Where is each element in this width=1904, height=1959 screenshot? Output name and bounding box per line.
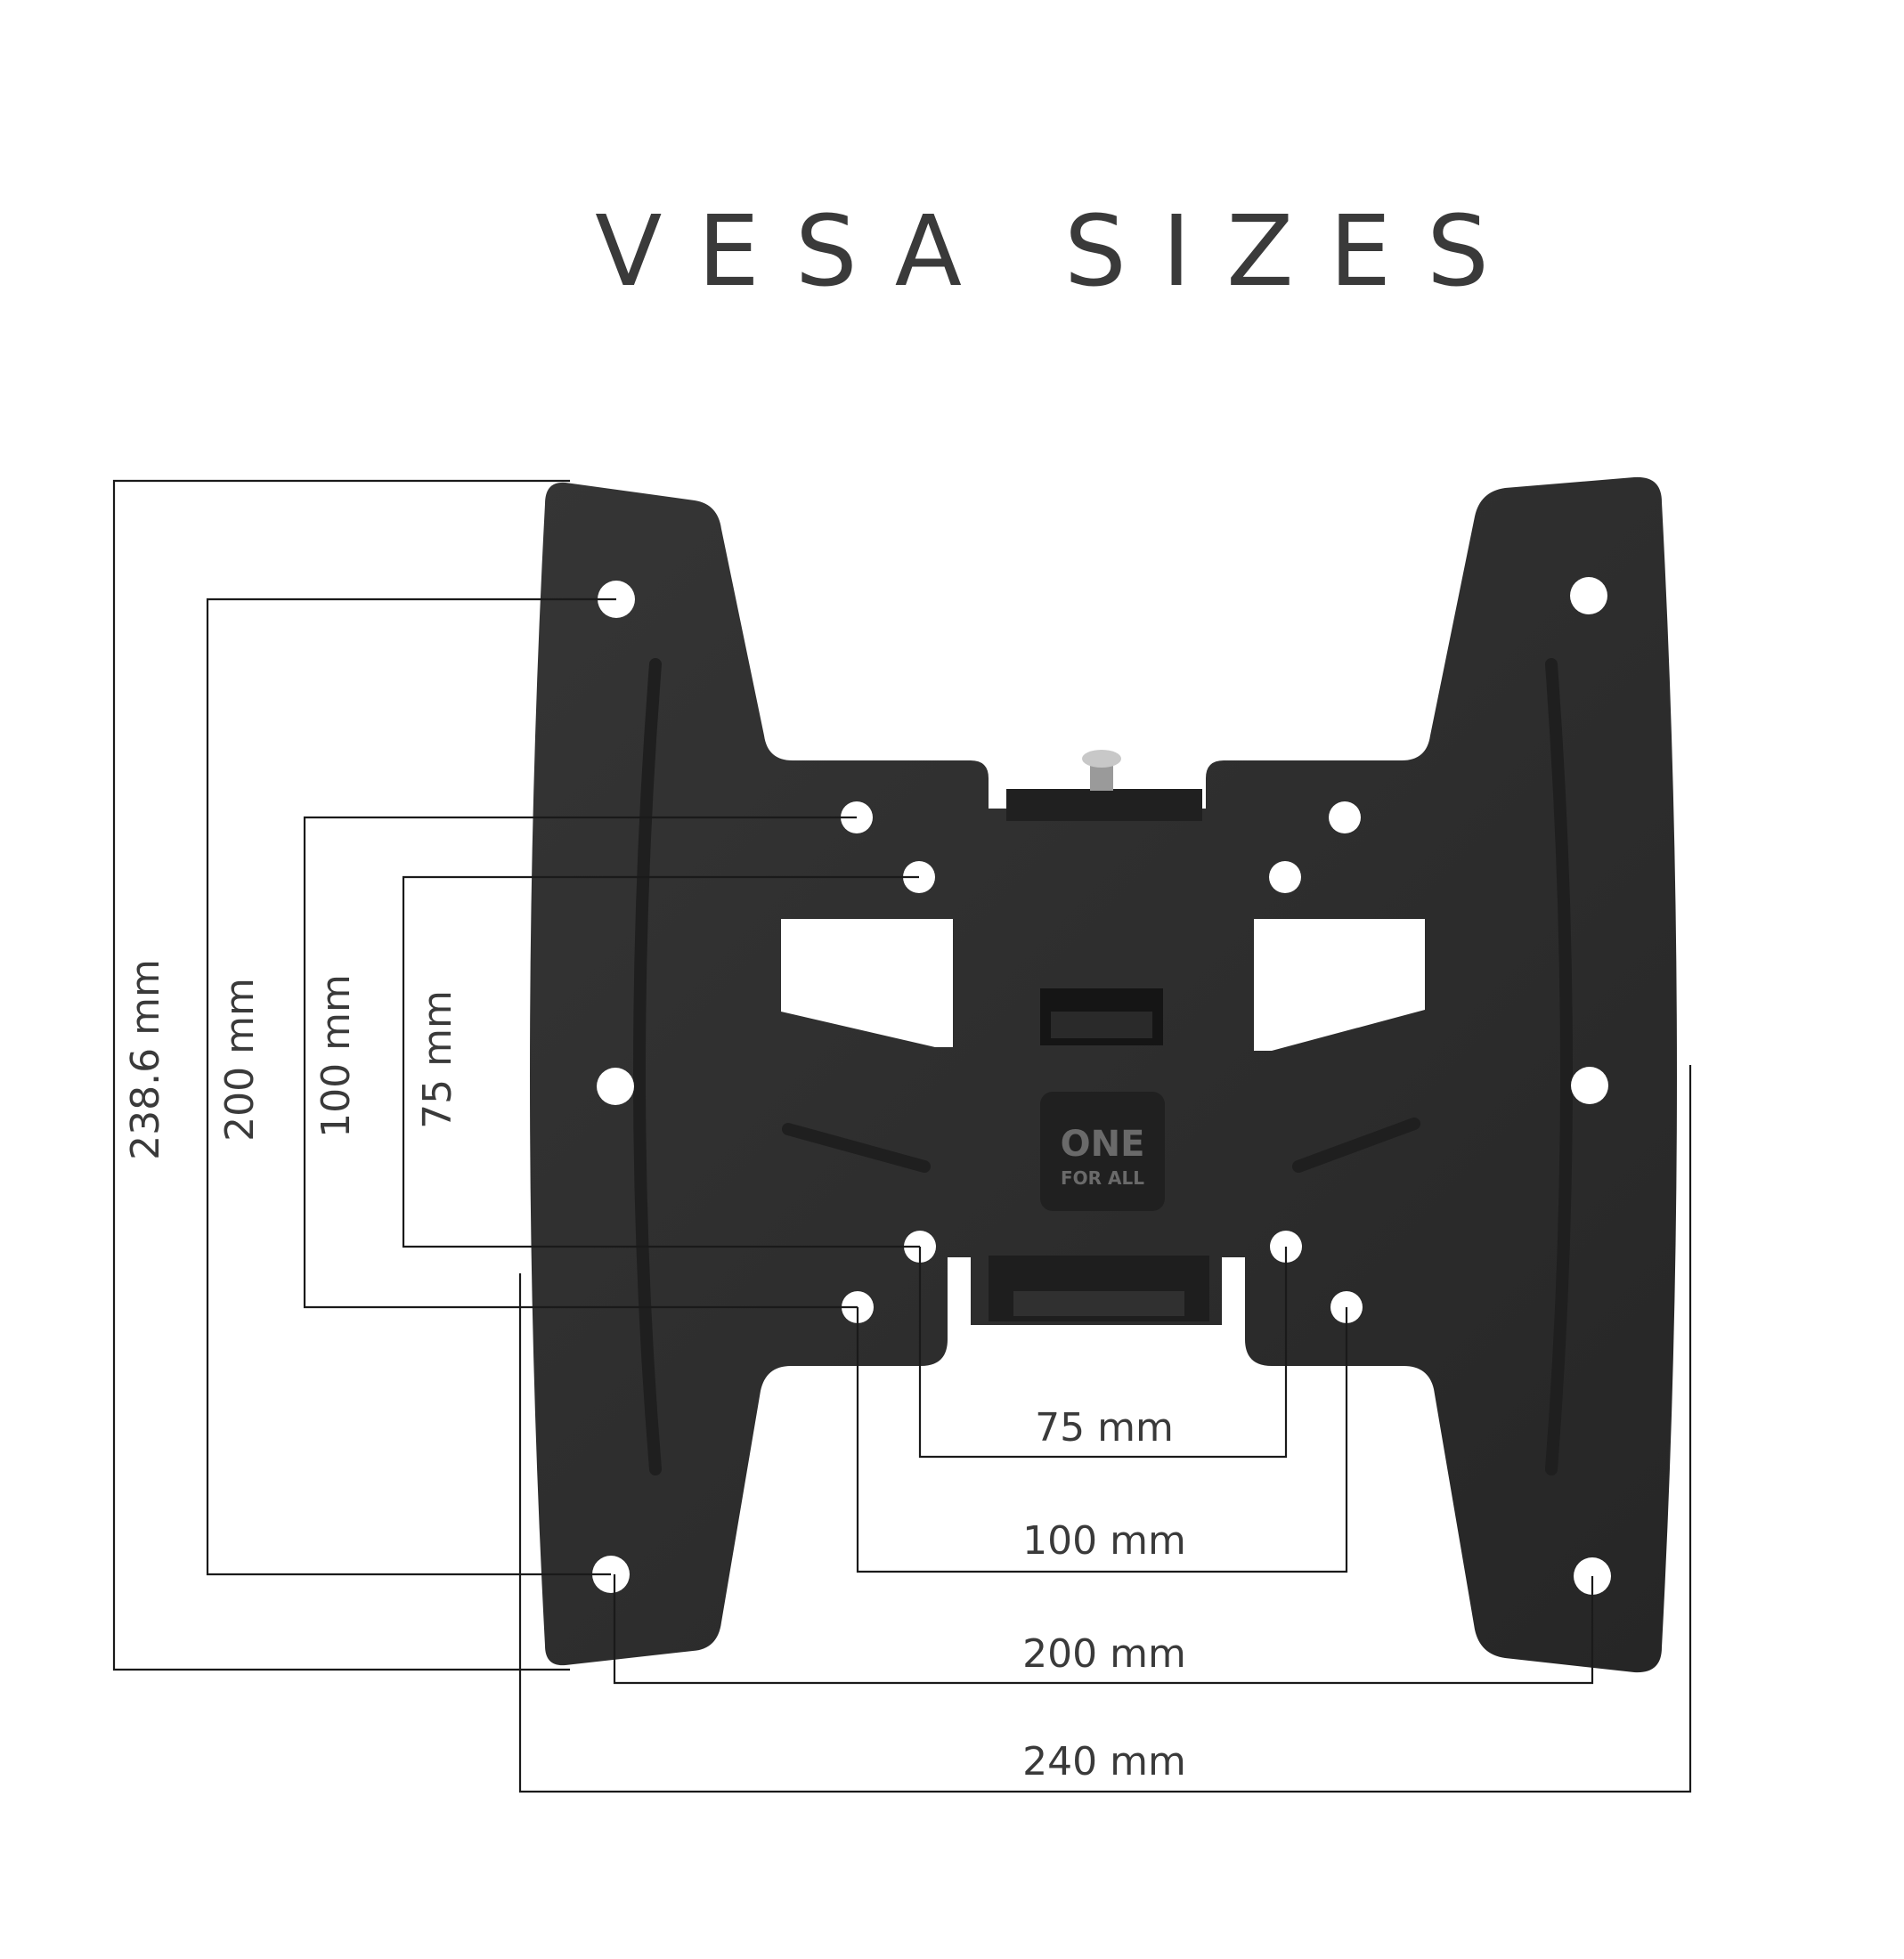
left-rib xyxy=(633,658,662,1475)
hole-200-top-right xyxy=(1570,577,1607,614)
dim-label-horizontal-100: 100 mm xyxy=(1022,1518,1186,1564)
dim-label-vertical-238: 238.6 mm xyxy=(123,959,168,1160)
dim-line-horizontal-240 xyxy=(518,1065,1692,1793)
dim-line-vertical-200 xyxy=(206,597,616,1576)
dim-line-horizontal-100 xyxy=(856,1307,1348,1573)
plate-body xyxy=(530,476,1677,1673)
dim-label-horizontal-240: 240 mm xyxy=(1022,1739,1186,1784)
brand-logo-line1: ONE xyxy=(1061,1124,1145,1165)
page-title: VESA SIZES xyxy=(595,194,1525,308)
right-rib xyxy=(1545,658,1573,1475)
dim-line-vertical-100 xyxy=(303,816,858,1309)
dimension-labels: 238.6 mm 200 mm 100 mm 75 mm 75 mm 100 m… xyxy=(123,959,1186,1784)
brand-logo-line2: FOR ALL xyxy=(1061,1167,1144,1189)
left-window-cutout xyxy=(781,919,953,1047)
brand-logo: ONE FOR ALL xyxy=(1040,1092,1165,1211)
left-diagonal-rib xyxy=(782,1123,931,1173)
right-window-cutout xyxy=(1254,919,1425,1051)
hole-75-top-right xyxy=(1269,861,1301,893)
dim-label-vertical-200: 200 mm xyxy=(217,978,263,1142)
right-diagonal-rib xyxy=(1292,1118,1420,1173)
top-bracket xyxy=(1006,789,1202,821)
hole-side-right xyxy=(1571,1067,1608,1104)
mounting-holes xyxy=(592,577,1611,1595)
dim-line-vertical-238 xyxy=(112,479,570,1671)
dim-line-vertical-75 xyxy=(402,875,920,1248)
dim-line-horizontal-75 xyxy=(918,1247,1288,1459)
hole-side-left xyxy=(597,1068,634,1105)
screw-head xyxy=(1082,750,1121,768)
hole-100-top-right xyxy=(1329,801,1361,833)
dim-label-horizontal-200: 200 mm xyxy=(1022,1631,1186,1677)
dimension-lines xyxy=(112,479,1692,1793)
dim-label-vertical-75: 75 mm xyxy=(415,990,460,1129)
center-slot-inner xyxy=(1051,1012,1152,1038)
dim-label-horizontal-75: 75 mm xyxy=(1035,1405,1174,1451)
dim-label-vertical-100: 100 mm xyxy=(313,974,359,1138)
bottom-clip-tab xyxy=(1013,1291,1184,1316)
mounting-plate: ONE FOR ALL xyxy=(530,476,1677,1673)
dim-line-horizontal-200 xyxy=(613,1574,1594,1685)
